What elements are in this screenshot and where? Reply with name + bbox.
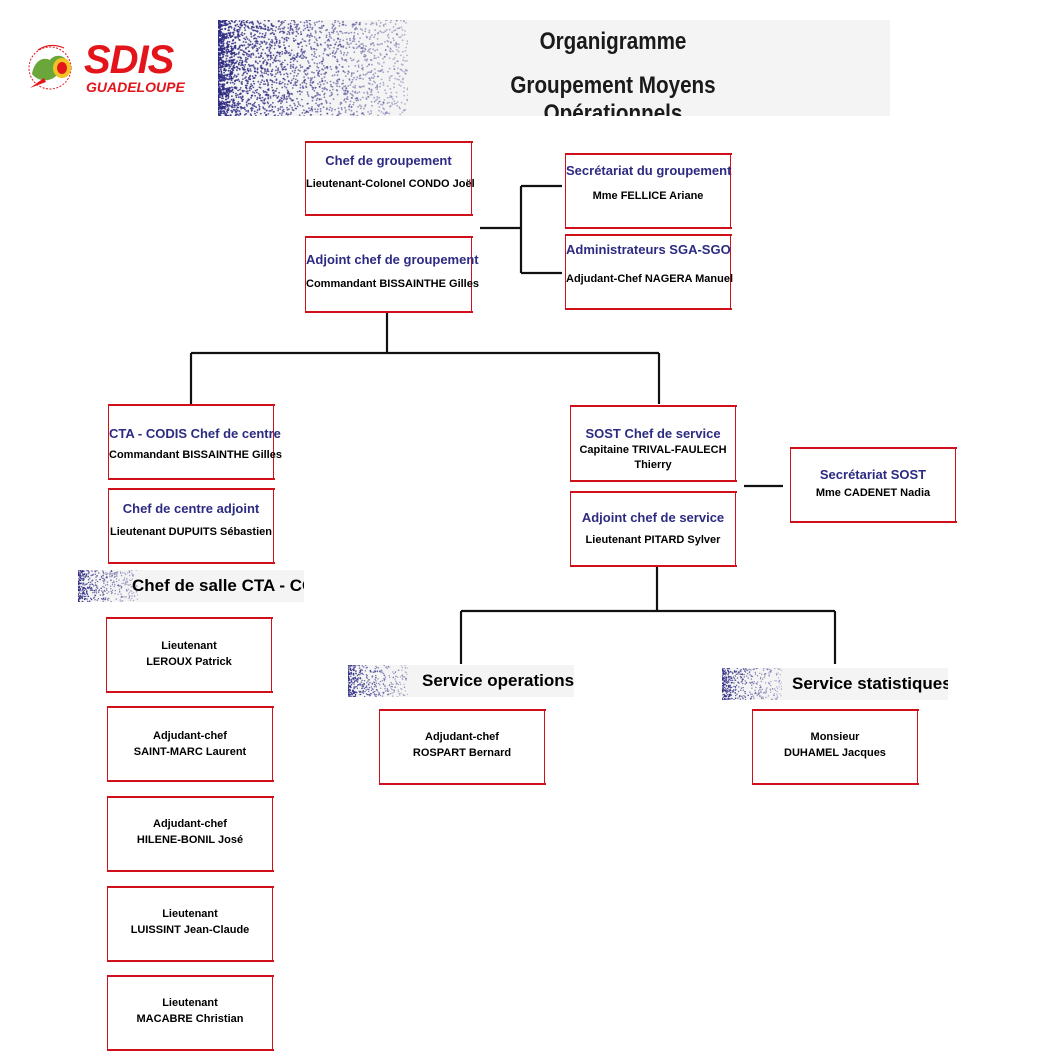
- chef-centre-adjoint-box: Chef de centre adjoint Lieutenant DUPUIT…: [107, 488, 275, 564]
- box-person: Mme FELLICE Ariane: [592, 190, 704, 202]
- chef-salle-member-box: Lieutenant LUISSINT Jean-Claude: [106, 886, 274, 962]
- sost-chef-service-box: SOST Chef de service Capitaine TRIVAL-FA…: [569, 405, 737, 482]
- member-rank: Adjudant-chef: [153, 730, 227, 742]
- box-person: Lieutenant PITARD Sylver: [585, 534, 721, 546]
- box-title: Administrateurs SGA-SGO: [566, 242, 731, 257]
- section-texture: [78, 570, 138, 602]
- box-title: CTA - CODIS Chef de centre: [109, 426, 281, 441]
- secretariat-groupement-box: Secrétariat du groupement Mme FELLICE Ar…: [564, 153, 732, 229]
- adjoint-chef-groupement-box: Adjoint chef de groupement Commandant BI…: [304, 236, 479, 313]
- box-title: Secrétariat SOST: [819, 467, 927, 482]
- member-name: LEROUX Patrick: [146, 656, 232, 668]
- box-person: Lieutenant-Colonel CONDO Joël: [306, 178, 475, 190]
- member-name: MACABRE Christian: [136, 1013, 244, 1025]
- box-title: Chef de groupement: [325, 153, 452, 168]
- section-label: Service statistiques: [792, 674, 948, 693]
- box-person-line1: Capitaine TRIVAL-FAULECH: [579, 444, 727, 456]
- guadeloupe-emblem-icon: [28, 44, 72, 90]
- box-person: Commandant BISSAINTHE Gilles: [109, 449, 282, 461]
- title-banner: Organigramme Groupement Moyens Opération…: [218, 20, 890, 116]
- banner-texture: [218, 20, 408, 116]
- service-operations-member-box: Adjudant-chef ROSPART Bernard: [378, 709, 546, 785]
- member-name: HILENE-BONIL José: [136, 834, 244, 846]
- box-title: Secrétariat du groupement: [566, 163, 732, 178]
- chef-salle-member-box: Lieutenant LEROUX Patrick: [105, 617, 273, 693]
- member-rank: Adjudant-chef: [153, 818, 227, 830]
- section-service-statistiques: Service statistiques: [722, 668, 948, 700]
- box-person: Adjudant-Chef NAGERA Manuel: [566, 273, 734, 285]
- section-label: Service operations: [422, 671, 574, 690]
- chef-salle-member-box: Lieutenant MACABRE Christian: [106, 975, 274, 1051]
- section-texture: [722, 668, 782, 700]
- member-rank: Monsieur: [810, 731, 860, 743]
- adjoint-chef-service-box: Adjoint chef de service Lieutenant PITAR…: [569, 491, 737, 567]
- box-person: Lieutenant DUPUITS Sébastien: [110, 526, 272, 538]
- box-title: Chef de centre adjoint: [122, 501, 260, 516]
- chef-salle-member-box: Adjudant-chef HILENE-BONIL José: [106, 796, 274, 872]
- box-person: Mme CADENET Nadia: [815, 487, 931, 499]
- page-subtitle: Groupement Moyens Opérationnels: [510, 72, 716, 116]
- section-label: Chef de salle CTA - CODIS: [132, 576, 304, 595]
- page-title: Organigramme: [539, 28, 687, 55]
- member-name: LUISSINT Jean-Claude: [130, 924, 250, 936]
- box-person: Commandant BISSAINTHE Gilles: [306, 278, 479, 290]
- sdis-logo: SDIS GUADELOUPE: [24, 38, 199, 98]
- administrateurs-box: Administrateurs SGA-SGO Adjudant-Chef NA…: [564, 234, 734, 310]
- member-name: ROSPART Bernard: [412, 747, 512, 759]
- member-rank: Adjudant-chef: [425, 731, 499, 743]
- secretariat-sost-box: Secrétariat SOST Mme CADENET Nadia: [789, 447, 957, 523]
- member-rank: Lieutenant: [162, 997, 218, 1009]
- chef-groupement-box: Chef de groupement Lieutenant-Colonel CO…: [304, 141, 475, 216]
- box-person-line2: Thierry: [634, 459, 672, 471]
- box-title: Adjoint chef de groupement: [306, 252, 479, 267]
- member-name: DUHAMEL Jacques: [784, 747, 886, 759]
- chef-salle-member-box: Adjudant-chef SAINT-MARC Laurent: [106, 706, 274, 782]
- box-title: Adjoint chef de service: [581, 510, 725, 525]
- member-rank: Lieutenant: [162, 908, 218, 920]
- logo-region: GUADELOUPE: [86, 79, 185, 95]
- section-service-operations: Service operations: [348, 665, 574, 697]
- member-name: SAINT-MARC Laurent: [133, 746, 247, 758]
- section-texture: [348, 665, 408, 697]
- service-statistiques-member-box: Monsieur DUHAMEL Jacques: [751, 709, 919, 785]
- member-rank: Lieutenant: [161, 640, 217, 652]
- box-title: SOST Chef de service: [585, 426, 721, 441]
- section-chef-salle: Chef de salle CTA - CODIS: [78, 570, 304, 602]
- cta-chef-centre-box: CTA - CODIS Chef de centre Commandant BI…: [107, 404, 282, 480]
- logo-brand: SDIS: [84, 38, 174, 82]
